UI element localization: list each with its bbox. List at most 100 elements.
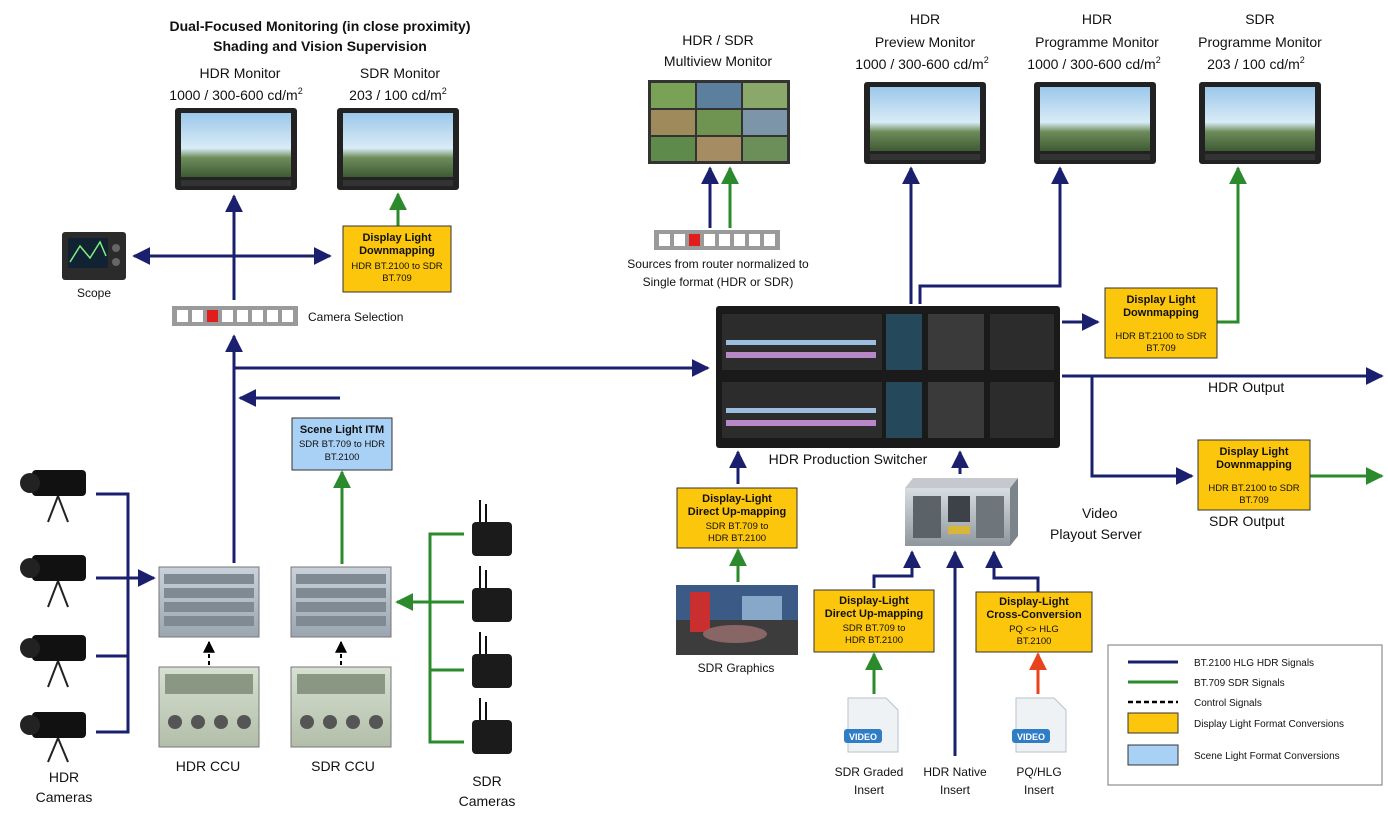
- svg-text:203 / 100 cd/m2: 203 / 100 cd/m2: [1207, 55, 1305, 72]
- svg-text:BT.2100: BT.2100: [1017, 636, 1052, 647]
- sdr-cameras-label-line2: Cameras: [459, 793, 516, 809]
- svg-text:HDR BT.2100 to SDR: HDR BT.2100 to SDR: [1208, 483, 1299, 494]
- svg-text:HDR BT.2100: HDR BT.2100: [708, 533, 766, 544]
- sdr-graded-insert-label: SDR Graded Insert: [835, 765, 904, 797]
- sdr-graphics-icon: [676, 585, 798, 655]
- svg-text:SDR Monitor: SDR Monitor: [360, 65, 440, 81]
- svg-text:Downmapping: Downmapping: [359, 245, 435, 257]
- svg-text:1000 / 300-600 cd/m2: 1000 / 300-600 cd/m2: [1027, 55, 1160, 72]
- hdr-ccu-panel-icon: [158, 666, 260, 748]
- downmapping-box-output: Display Light Downmapping HDR BT.2100 to…: [1197, 439, 1311, 511]
- svg-text:Display Light: Display Light: [1219, 446, 1288, 458]
- hdr-ccu-label: HDR CCU: [176, 758, 241, 774]
- svg-text:Cross-Conversion: Cross-Conversion: [986, 609, 1082, 621]
- preview-monitor-icon: [864, 82, 986, 164]
- sdr-camera-icon: [472, 500, 512, 556]
- svg-text:Multiview Monitor: Multiview Monitor: [664, 53, 772, 69]
- upmapping-box-graphics: Display-Light Direct Up-mapping SDR BT.7…: [676, 487, 798, 549]
- svg-text:SDR BT.709 to HDR: SDR BT.709 to HDR: [299, 439, 385, 450]
- hdr-camera-icon: [20, 470, 86, 523]
- svg-text:Control Signals: Control Signals: [1194, 698, 1262, 709]
- svg-text:Direct Up-mapping: Direct Up-mapping: [688, 506, 786, 518]
- svg-text:SDR: SDR: [1245, 11, 1275, 27]
- svg-text:Downmapping: Downmapping: [1123, 307, 1199, 319]
- svg-text:Programme Monitor: Programme Monitor: [1035, 34, 1159, 50]
- sdr-output-label: SDR Output: [1209, 513, 1285, 529]
- sdr-camera-icon: [472, 632, 512, 688]
- sdr-ccu-label: SDR CCU: [311, 758, 375, 774]
- svg-text:Display Light: Display Light: [362, 232, 431, 244]
- sdr-monitor-icon: [337, 108, 459, 190]
- switcher-input-feeds: [729, 450, 1040, 756]
- svg-text:HDR Native: HDR Native: [923, 765, 987, 779]
- sdr-programme-label: SDR Programme Monitor 203 / 100 cd/m2: [1198, 11, 1322, 72]
- svg-text:SDR BT.709 to: SDR BT.709 to: [843, 623, 906, 634]
- hdr-backbone: [132, 194, 710, 563]
- upmapping-box-insert: Display-Light Direct Up-mapping SDR BT.7…: [813, 589, 935, 653]
- hdr-camera-icon: [20, 712, 86, 763]
- router-label-line2: Single format (HDR or SDR): [643, 275, 794, 289]
- sdr-ccu-icon: [290, 566, 392, 638]
- multiview-label: HDR / SDR Multiview Monitor: [664, 32, 772, 69]
- svg-text:BT.2100 HLG HDR Signals: BT.2100 HLG HDR Signals: [1194, 658, 1314, 669]
- svg-text:Display-Light: Display-Light: [999, 596, 1069, 608]
- camera-selection-label: Camera Selection: [308, 310, 403, 324]
- scene-light-itm-box: Scene Light ITM SDR BT.709 to HDR BT.210…: [291, 417, 393, 471]
- svg-text:Display-Light: Display-Light: [839, 595, 909, 607]
- sdr-monitor-label: SDR Monitor 203 / 100 cd/m2: [349, 65, 447, 103]
- svg-text:VIDEO: VIDEO: [849, 732, 877, 742]
- switcher-monitor-feeds: [902, 166, 1384, 485]
- cross-conversion-box: Display-Light Cross-Conversion PQ <> HLG…: [975, 591, 1093, 653]
- preview-monitor-label: HDR Preview Monitor 1000 / 300-600 cd/m2: [855, 11, 988, 72]
- svg-text:HDR BT.2100 to SDR: HDR BT.2100 to SDR: [1115, 331, 1206, 342]
- router-panel: [654, 230, 780, 250]
- svg-text:Insert: Insert: [1024, 783, 1055, 797]
- svg-text:Scene Light ITM: Scene Light ITM: [300, 424, 384, 436]
- diagram-title-line2: Shading and Vision Supervision: [213, 38, 427, 54]
- svg-text:SDR BT.709 to: SDR BT.709 to: [706, 521, 769, 532]
- svg-text:PQ/HLG: PQ/HLG: [1016, 765, 1061, 779]
- hdr-programme-label: HDR Programme Monitor 1000 / 300-600 cd/…: [1027, 11, 1160, 72]
- svg-text:BT.709: BT.709: [1239, 495, 1269, 506]
- hdr-output-label: HDR Output: [1208, 379, 1284, 395]
- svg-text:Display Light Format Conversio: Display Light Format Conversions: [1194, 719, 1344, 730]
- svg-text:HDR: HDR: [910, 11, 940, 27]
- video-file-icon: VIDEO: [1012, 697, 1067, 753]
- hdr-programme-monitor-icon: [1034, 82, 1156, 164]
- svg-text:HDR Monitor: HDR Monitor: [200, 65, 281, 81]
- svg-text:BT.709: BT.709: [382, 273, 412, 284]
- svg-text:SDR Graded: SDR Graded: [835, 765, 904, 779]
- legend-item-control: Control Signals: [1128, 698, 1262, 709]
- svg-text:BT.2100: BT.2100: [325, 452, 360, 463]
- sdr-left-lines: [333, 192, 407, 564]
- svg-text:1000 / 300-600 cd/m2: 1000 / 300-600 cd/m2: [169, 86, 302, 103]
- legend: BT.2100 HLG HDR Signals BT.709 SDR Signa…: [1107, 644, 1383, 786]
- downmapping-box-left: Display Light Downmapping HDR BT.2100 to…: [342, 225, 452, 293]
- svg-text:HDR: HDR: [1082, 11, 1112, 27]
- legend-item-display-light: Display Light Format Conversions: [1127, 712, 1344, 734]
- production-switcher-icon: [716, 306, 1060, 448]
- svg-text:Programme Monitor: Programme Monitor: [1198, 34, 1322, 50]
- legend-item-scene-light: Scene Light Format Conversions: [1127, 744, 1340, 766]
- svg-text:VIDEO: VIDEO: [1017, 732, 1045, 742]
- svg-text:1000 / 300-600 cd/m2: 1000 / 300-600 cd/m2: [855, 55, 988, 72]
- pqhlg-insert-label: PQ/HLG Insert: [1016, 765, 1061, 797]
- svg-text:203 / 100 cd/m2: 203 / 100 cd/m2: [349, 86, 447, 103]
- video-file-icon: VIDEO: [844, 697, 899, 753]
- svg-text:Display Light: Display Light: [1126, 294, 1195, 306]
- svg-text:Insert: Insert: [854, 783, 885, 797]
- svg-text:HDR BT.2100 to SDR: HDR BT.2100 to SDR: [351, 261, 442, 272]
- hdr-ccu-icon: [158, 566, 260, 638]
- hdr-monitor-label: HDR Monitor 1000 / 300-600 cd/m2: [169, 65, 302, 103]
- sdr-graphics-label: SDR Graphics: [698, 661, 775, 675]
- sdr-camera-bus: [395, 532, 464, 744]
- svg-text:Insert: Insert: [940, 783, 971, 797]
- camera-selection-panel: [172, 306, 298, 326]
- sdr-camera-icon: [472, 698, 512, 754]
- hdr-native-insert-label: HDR Native Insert: [923, 765, 987, 797]
- hdr-monitor-icon: [175, 108, 297, 190]
- diagram-title-line1: Dual-Focused Monitoring (in close proxim…: [169, 18, 470, 34]
- svg-text:HDR / SDR: HDR / SDR: [682, 32, 754, 48]
- playout-label-line1: Video: [1082, 505, 1118, 521]
- svg-text:Direct Up-mapping: Direct Up-mapping: [825, 608, 923, 620]
